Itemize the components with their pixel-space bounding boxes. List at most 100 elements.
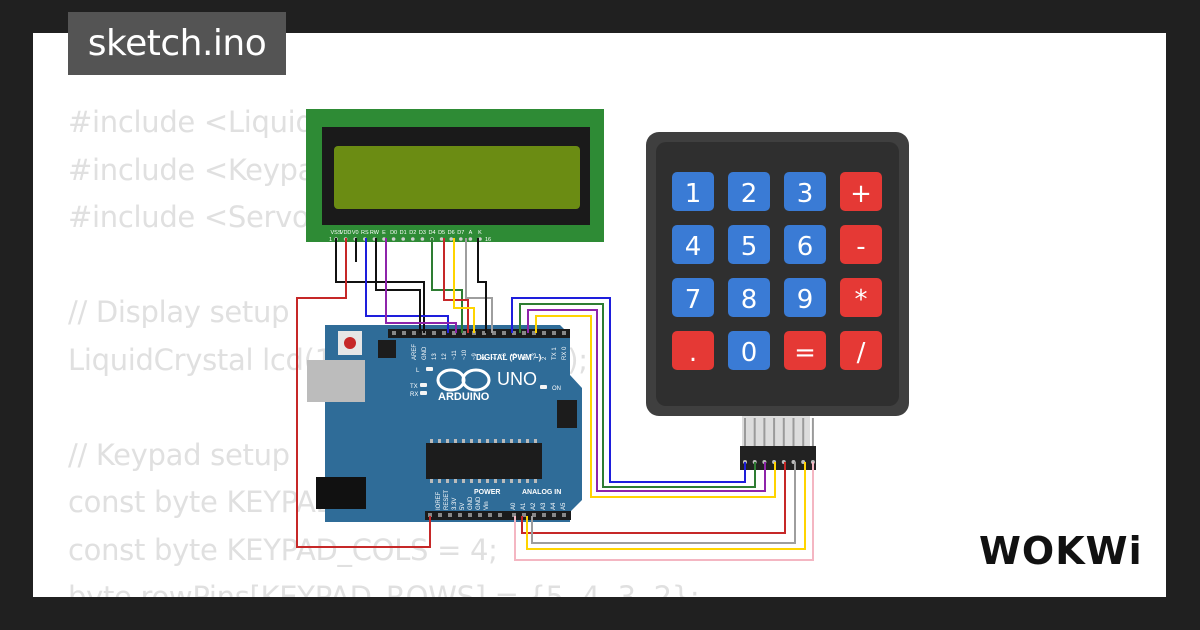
lcd-pin-label: D5 (438, 230, 445, 236)
board-pin-label: IOREF (436, 491, 442, 510)
board-pin-label: A3 (541, 502, 547, 510)
keypad-key[interactable]: / (840, 331, 882, 370)
board-pin-label: 12 (442, 353, 448, 360)
lcd-pin-label: D4 (428, 230, 435, 236)
power-header-label: POWER (474, 489, 500, 496)
code-line: // Display setup (68, 295, 290, 329)
keypad-key[interactable]: 1 (672, 172, 714, 211)
lcd-pin-label: RW (370, 230, 380, 236)
keypad-key[interactable]: 7 (672, 278, 714, 317)
board-pin-label: 13 (432, 353, 438, 360)
keypad-key[interactable]: = (784, 331, 826, 370)
lcd-pin-label: V0 (352, 230, 359, 236)
lcd-pin[interactable] (411, 237, 415, 241)
lcd-pin-label: D1 (400, 230, 407, 236)
keypad-key-label: 8 (741, 285, 758, 315)
lcd-pin[interactable] (439, 237, 444, 241)
lcd-pin-label: D0 (390, 230, 397, 236)
keypad-key[interactable]: . (672, 331, 714, 370)
lcd-pin-label: VSS (330, 230, 341, 236)
keypad-key[interactable]: - (840, 225, 882, 264)
code-line: const byte KEYPAD_COLS = 4; (68, 532, 498, 567)
arduino-logo-icon (436, 368, 491, 392)
led (420, 391, 427, 395)
arduino-uno-board[interactable]: UNO ARDUINO DIGITAL (PWM ~) POWER ANALOG… (307, 325, 582, 522)
lcd-pin[interactable] (382, 237, 386, 241)
board-pin-label: GND (422, 346, 428, 360)
keypad-key[interactable]: * (840, 278, 882, 317)
lcd-pin[interactable] (391, 237, 396, 241)
board-pin-label: GND (468, 496, 474, 510)
board-pin-label: 3.3V (452, 498, 458, 510)
keypad-key-label: 4 (685, 232, 702, 262)
board-pin-label: 5V (460, 503, 466, 510)
board-pin-label: 8 (482, 356, 488, 360)
board-pin-label: TX 1 (552, 347, 558, 360)
board-model-label: UNO (497, 369, 537, 389)
file-tab[interactable]: sketch.ino (68, 12, 286, 75)
lcd-pin[interactable] (478, 237, 482, 241)
keypad-key-label: + (850, 179, 872, 209)
lcd-pin-label: D6 (448, 230, 455, 236)
keypad-key[interactable]: 3 (784, 172, 826, 211)
keypad-key-label: / (857, 338, 866, 368)
wokwi-logo-text: WOKWi (979, 529, 1143, 573)
led (426, 367, 433, 371)
keypad-key[interactable]: 2 (728, 172, 770, 211)
lcd-pin-label: RS (361, 230, 369, 236)
keypad-key-label: = (794, 338, 816, 368)
board-pin-label: 4 (522, 356, 528, 360)
keypad-key[interactable]: 4 (672, 225, 714, 264)
led-label: TX (410, 384, 418, 390)
lcd-pin[interactable] (459, 237, 463, 241)
lcd-pin-label: A (469, 230, 473, 236)
led-label: ON (552, 386, 561, 392)
led-label: L (416, 368, 420, 374)
board-brand-label: ARDUINO (438, 391, 490, 403)
keypad-key-label: . (689, 338, 697, 368)
led-label: RX (410, 392, 418, 398)
digital-header-label: DIGITAL (PWM ~) (476, 353, 542, 362)
keypad-key[interactable]: 9 (784, 278, 826, 317)
lcd-pin[interactable] (468, 237, 473, 241)
board-pin-label: 2 (542, 356, 548, 360)
board-pin-label: GND (476, 496, 482, 510)
lcd-pin-label: VDD (340, 230, 352, 236)
board-pin-label: Vin (484, 501, 490, 510)
usb-port (307, 360, 365, 402)
keypad-key-label: 2 (741, 179, 758, 209)
lcd-pin-label: D7 (457, 230, 464, 236)
lcd-pin[interactable] (449, 237, 454, 241)
led (420, 383, 427, 387)
board-pin-label: AREF (412, 344, 418, 360)
lcd-pin[interactable] (401, 237, 406, 241)
lcd-pin-label: K (478, 230, 482, 236)
keypad-key[interactable]: 5 (728, 225, 770, 264)
code-line: // Keypad setup (68, 437, 290, 472)
code-line: byte rowPins[KEYPAD_ROWS] = {5, 4, 3, 2}… (68, 580, 700, 597)
board-pin-label: A2 (531, 502, 537, 510)
power-jack (316, 477, 366, 509)
lcd-pin-label: D2 (409, 230, 416, 236)
wires (296, 238, 814, 561)
board-pin-label: A4 (551, 502, 557, 510)
keypad-key-label: * (855, 285, 868, 315)
lcd-pin-label: D3 (419, 230, 426, 236)
keypad-key-label: 0 (741, 338, 758, 368)
keypad-key[interactable]: 0 (728, 331, 770, 370)
board-pin-label: ~10 (462, 349, 468, 360)
keypad-key[interactable]: 6 (784, 225, 826, 264)
board-pin-label: A1 (521, 502, 527, 510)
keypad-key[interactable]: 8 (728, 278, 770, 317)
keypad-key-label: - (856, 232, 865, 262)
board-pin-label: ~6 (502, 352, 508, 360)
keypad-key-label: 3 (797, 179, 814, 209)
board-pin-label: ~5 (512, 352, 518, 360)
lcd-pin-label: E (382, 230, 386, 236)
lcd-pin[interactable] (420, 237, 425, 241)
keypad-key[interactable]: + (840, 172, 882, 211)
keypad-key-label: 7 (685, 285, 702, 315)
